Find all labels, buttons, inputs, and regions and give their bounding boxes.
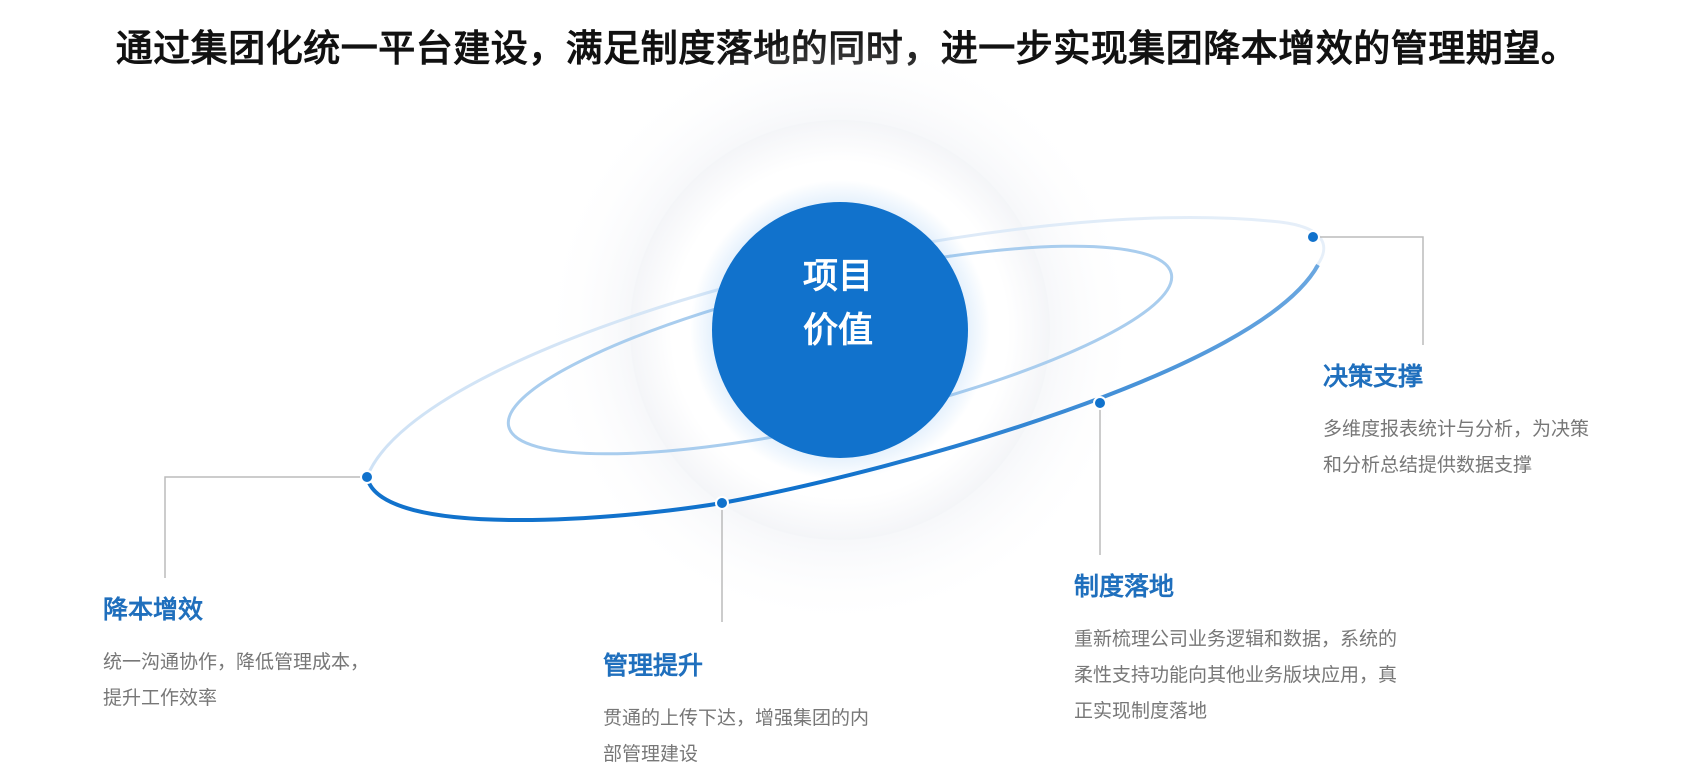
center-label-line2: 价值 <box>802 311 873 351</box>
value-item-desc-line: 重新梳理公司业务逻辑和数据，系统的 <box>1074 628 1398 650</box>
node-dot-guanli <box>715 496 729 510</box>
connector-juece <box>1313 236 1424 345</box>
center-circle <box>712 202 968 458</box>
node-dot-zhidu <box>1093 396 1107 410</box>
value-item-desc: 贯通的上传下达，增强集团的内 部管理建设 <box>603 700 913 772</box>
node-dot-juece <box>1306 230 1320 244</box>
value-item-title: 管理提升 <box>603 651 704 680</box>
value-item-title: 制度落地 <box>1074 572 1175 601</box>
value-item-desc: 统一沟通协作，降低管理成本， 提升工作效率 <box>103 644 433 716</box>
value-item-desc: 重新梳理公司业务逻辑和数据，系统的 柔性支持功能向其他业务版块应用，真 正实现制… <box>1074 621 1444 729</box>
value-item-desc-line: 柔性支持功能向其他业务版块应用，真 <box>1074 664 1398 686</box>
value-item-title: 决策支撑 <box>1323 362 1424 391</box>
value-item-cost-reduction: 降本增效 统一沟通协作，降低管理成本， 提升工作效率 <box>103 590 433 716</box>
value-item-desc-line: 正实现制度落地 <box>1074 700 1208 722</box>
value-item-desc-line: 提升工作效率 <box>103 687 218 709</box>
value-item-title: 降本增效 <box>103 595 204 624</box>
outer-orbit-front <box>365 264 1320 523</box>
value-item-desc-line: 部管理建设 <box>603 743 699 765</box>
value-item-decision: 决策支撑 多维度报表统计与分析，为决策 和分析总结提供数据支撑 <box>1323 357 1623 483</box>
value-item-desc: 多维度报表统计与分析，为决策 和分析总结提供数据支撑 <box>1323 411 1623 483</box>
center-label-line1: 项目 <box>802 257 873 297</box>
value-item-management: 管理提升 贯通的上传下达，增强集团的内 部管理建设 <box>603 646 913 772</box>
value-item-desc-line: 多维度报表统计与分析，为决策 <box>1323 418 1590 440</box>
node-dot-jiangben <box>360 470 374 484</box>
value-item-desc-line: 统一沟通协作，降低管理成本， <box>103 651 370 673</box>
value-item-desc-line: 和分析总结提供数据支撑 <box>1323 454 1533 476</box>
center-label: 项目 价值 <box>708 250 968 358</box>
value-item-desc-line: 贯通的上传下达，增强集团的内 <box>603 707 870 729</box>
value-item-policy: 制度落地 重新梳理公司业务逻辑和数据，系统的 柔性支持功能向其他业务版块应用，真… <box>1074 567 1444 729</box>
connector-jiangben <box>164 476 367 578</box>
